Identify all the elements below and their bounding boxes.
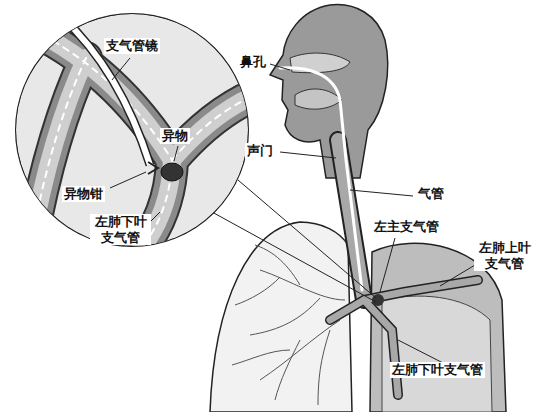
- part-label: 异物: [160, 128, 190, 144]
- lung-branches: [232, 245, 345, 405]
- part-label: 声门: [245, 143, 275, 159]
- foreign-body: [161, 163, 183, 181]
- mouth: [295, 89, 342, 109]
- part-label: 左肺上叶 支气管: [474, 240, 535, 271]
- part-label: 鼻孔: [238, 54, 268, 70]
- part-label: 左肺下叶支气管: [390, 362, 485, 378]
- part-label: 左主支气管: [372, 219, 441, 235]
- scope-path: [280, 68, 362, 290]
- inset-connector: [212, 212, 376, 302]
- inset-connector: [238, 180, 376, 298]
- part-label: 异物钳: [62, 186, 105, 202]
- part-label: 支气管镜: [104, 38, 160, 54]
- forceps: [148, 162, 158, 174]
- head-silhouette: [270, 5, 388, 178]
- leader-lines: [110, 58, 480, 364]
- inset-bronchi: [10, 14, 262, 262]
- bronchi: [330, 280, 478, 395]
- part-label: 气管: [416, 186, 446, 202]
- part-label: 左肺下叶 支气管: [90, 214, 151, 245]
